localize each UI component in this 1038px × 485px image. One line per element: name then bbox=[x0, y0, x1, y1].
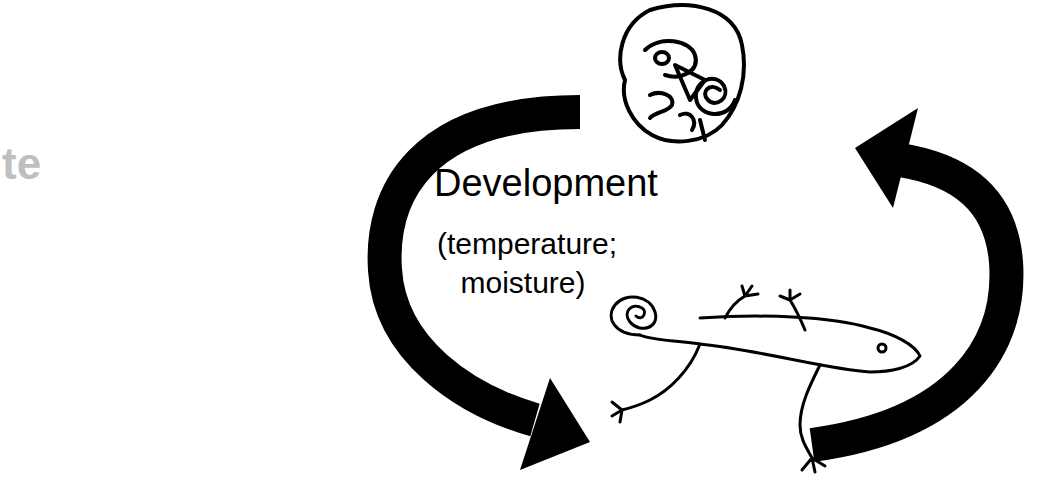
lizard-drawing bbox=[611, 286, 920, 472]
arrow-head bbox=[520, 378, 590, 470]
faded-heading: te bbox=[2, 140, 41, 188]
arrow-head bbox=[855, 108, 918, 208]
cycle-arrow bbox=[812, 160, 1006, 445]
embryo-drawing bbox=[620, 5, 744, 141]
stage-label: Development bbox=[434, 162, 658, 206]
factor-note: (temperature; moisture) bbox=[437, 224, 609, 302]
